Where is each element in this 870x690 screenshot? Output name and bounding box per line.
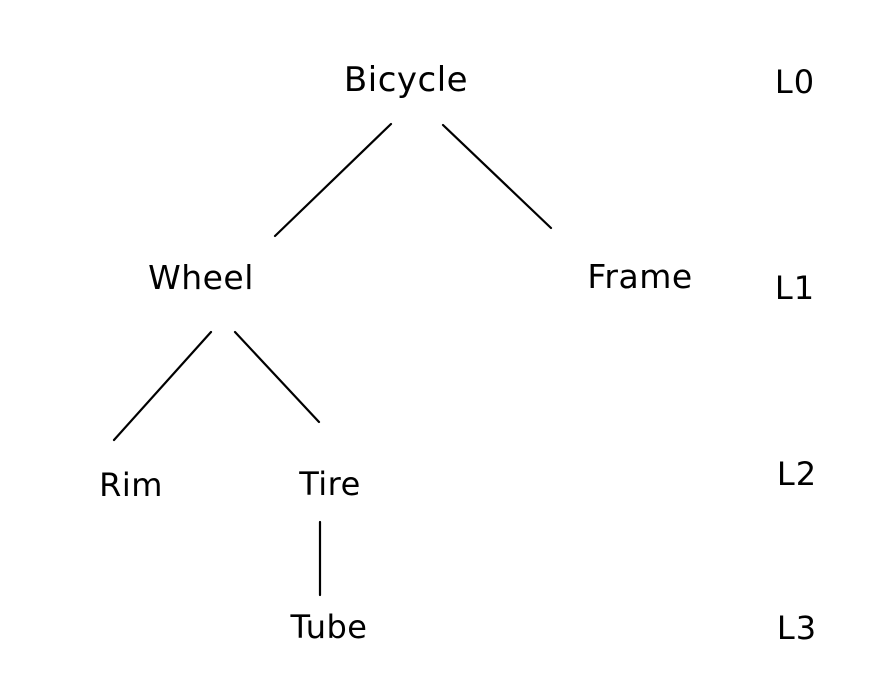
node-tube[interactable]: Tube [290,608,368,646]
edge-bicycle-frame [441,123,553,230]
edge-wheel-tire [233,330,321,424]
level-label-l1: L1 [774,269,816,307]
level-label-l2: L2 [776,455,818,493]
node-wheel[interactable]: Wheel [148,258,254,297]
node-tire[interactable]: Tire [299,465,361,503]
node-frame[interactable]: Frame [587,257,693,296]
node-rim[interactable]: Rim [99,466,163,504]
node-bicycle[interactable]: Bicycle [343,60,469,100]
edge-bicycle-wheel [273,122,393,238]
edge-wheel-rim [112,330,213,442]
level-label-l0: L0 [774,63,816,101]
level-label-l3: L3 [776,609,818,647]
